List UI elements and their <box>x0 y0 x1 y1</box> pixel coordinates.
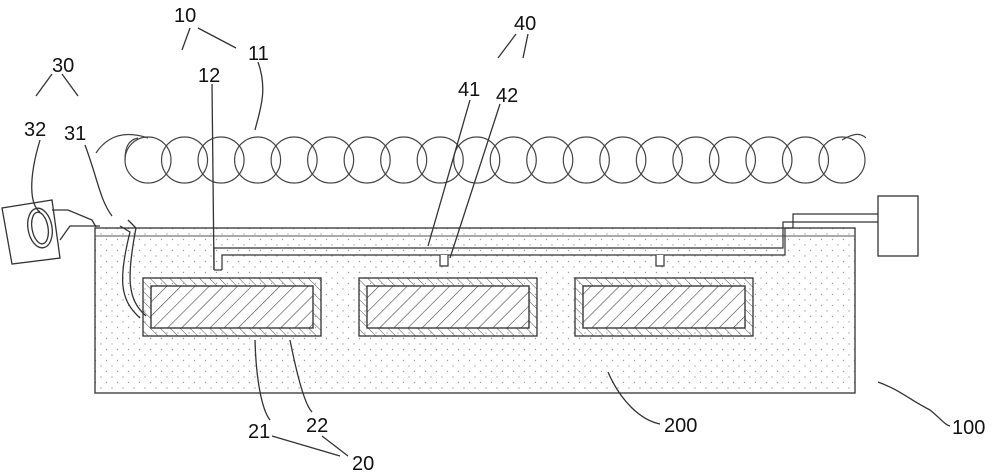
label-100: 100 <box>952 417 985 439</box>
coil-turn <box>562 136 610 184</box>
label-12: 12 <box>198 65 220 87</box>
coil-turn <box>124 136 172 184</box>
coil-turn <box>343 136 391 184</box>
coil-turn <box>416 136 464 184</box>
heating-blocks <box>142 277 754 337</box>
coil-turn <box>599 136 647 184</box>
coil-turn <box>708 136 757 184</box>
spray-nozzles <box>439 255 665 267</box>
label-41: 41 <box>458 79 480 101</box>
label-31: 31 <box>64 123 86 145</box>
label-11: 11 <box>248 43 269 65</box>
label-200: 200 <box>664 415 697 437</box>
cup-assembly <box>1 199 147 319</box>
heating-block <box>358 277 538 337</box>
label-32: 32 <box>24 119 46 141</box>
coil-turn <box>160 136 209 184</box>
coil-turn <box>781 136 830 184</box>
label-42: 42 <box>496 85 518 107</box>
leader-lines <box>31 27 951 457</box>
label-21: 21 <box>248 421 270 443</box>
coil-turn <box>635 136 683 184</box>
spray-nozzle <box>439 255 449 267</box>
coil-turn <box>489 136 537 184</box>
coil-turn <box>380 136 428 184</box>
heating-block <box>574 277 754 337</box>
coil-turn <box>307 136 355 184</box>
coil-turn <box>270 136 318 184</box>
heating-block <box>142 277 322 337</box>
label-30: 30 <box>52 55 74 77</box>
labels: 10 11 12 40 41 42 30 32 31 21 22 20 200 … <box>24 5 985 475</box>
coil-turn <box>818 136 866 184</box>
heating-coil <box>95 133 867 184</box>
label-10: 10 <box>174 5 196 27</box>
coil-turn <box>672 136 720 184</box>
coil-turn <box>453 136 501 184</box>
coil-turn <box>745 136 793 184</box>
spray-nozzle <box>655 255 665 267</box>
coil-turn <box>197 136 245 184</box>
coil-turn <box>233 136 282 184</box>
label-22: 22 <box>306 415 328 437</box>
label-40: 40 <box>514 13 536 35</box>
coil-turn <box>526 136 574 184</box>
label-20: 20 <box>352 453 374 475</box>
pump-box <box>877 195 919 257</box>
